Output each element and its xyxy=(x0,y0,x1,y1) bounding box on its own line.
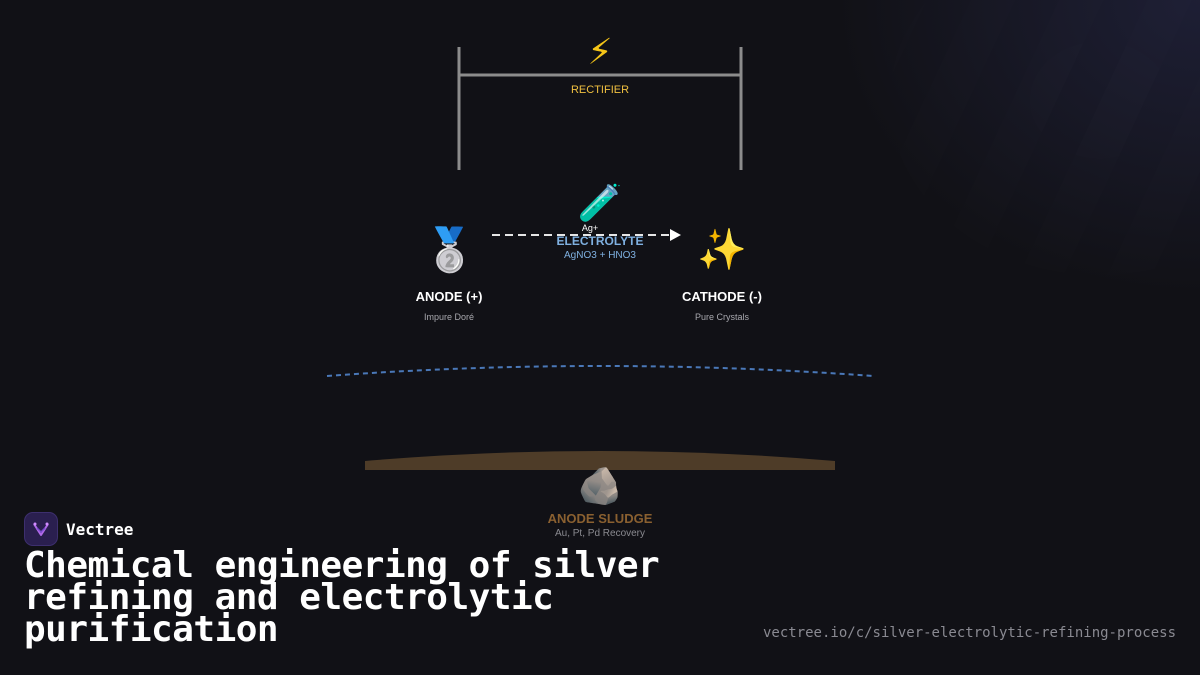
rock-icon: 🪨 xyxy=(577,466,623,507)
electrolyte-level-line xyxy=(326,365,874,377)
sparkles-icon: ✨ xyxy=(697,227,747,273)
cathode-sublabel: Pure Crystals xyxy=(694,312,750,322)
sludge-layer xyxy=(365,451,835,470)
electrolyte-formula: AgNO3 + HNO3 xyxy=(564,250,636,261)
anode-label: ANODE (+) xyxy=(415,289,483,304)
vectree-logo-icon xyxy=(24,512,58,546)
sludge-sublabel: Au, Pt, Pd Recovery xyxy=(554,528,646,539)
test-tube-icon: 🧪 xyxy=(577,183,623,224)
page-title: Chemical engineering of silver refining … xyxy=(24,545,660,650)
source-url[interactable]: vectree.io/c/silver-electrolytic-refinin… xyxy=(762,625,1176,641)
cathode-label: CATHODE (-) xyxy=(682,289,762,304)
rectifier-label: RECTIFIER xyxy=(570,84,630,96)
ion-arrow-head xyxy=(670,229,681,241)
sludge-label: ANODE SLUDGE xyxy=(547,511,653,526)
brand: Vectree xyxy=(24,512,133,546)
brand-name: Vectree xyxy=(66,519,134,539)
anode-sublabel: Impure Doré xyxy=(423,312,475,322)
electrolyte-label: ELECTROLYTE xyxy=(556,234,644,248)
lightning-bolt-icon: ⚡ xyxy=(587,32,613,73)
ion-label: Ag+ xyxy=(581,223,599,233)
silver-medal-icon: 🥈 xyxy=(423,225,477,274)
